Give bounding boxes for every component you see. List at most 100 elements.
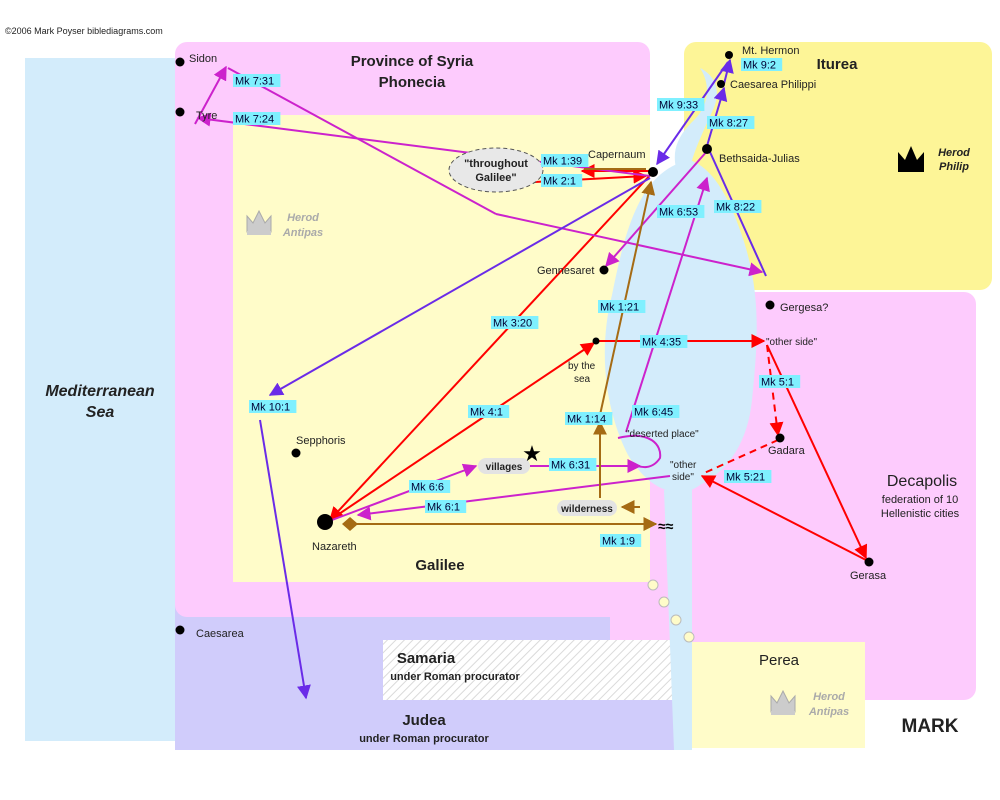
route-nazareth-to-sea: [329, 342, 596, 521]
sidon-label: Sidon: [189, 53, 217, 65]
ref-badge-mk822: [714, 200, 762, 213]
star-icon: ★: [522, 441, 542, 466]
ref-badge-mk521: [724, 470, 772, 483]
water-waves-icon: ≈≈: [658, 518, 674, 534]
ref-label-mk51: Mk 5:1: [761, 377, 794, 389]
ref-badge-mk66: [409, 480, 451, 493]
syria-label: Province of Syria: [351, 53, 474, 70]
ref-badge-mk933: [657, 98, 705, 111]
ref-label-mk101: Mk 10:1: [251, 402, 290, 414]
ref-label-mk645: Mk 6:45: [634, 407, 673, 419]
herod-antipas-perea-label-1: Herod: [813, 691, 845, 703]
gadara-label: Gadara: [768, 445, 806, 457]
route-sidon-to-decapolis-2: [495, 213, 764, 277]
herod-antipas-galilee-label-1: Herod: [287, 212, 319, 224]
copyright-text: ©2006 Mark Poyser biblediagrams.com: [5, 26, 163, 36]
route-sidon-to-decapolis: [227, 67, 497, 215]
ref-badge-mk114: [565, 412, 613, 425]
gennesaret-label: Gennesaret: [537, 265, 594, 277]
route-capernaum-to-judea: [268, 177, 651, 396]
route-deserted-place: [617, 434, 662, 469]
sepphoris-dot: [291, 448, 301, 458]
route-nazareth-to-villages: [331, 463, 478, 521]
herod-antipas-galilee-label-2: Antipas: [282, 227, 323, 239]
ref-label-mk61: Mk 6:1: [427, 502, 460, 514]
mt-hermon-dot: [725, 51, 733, 59]
decapolis-sub-2: Hellenistic cities: [881, 508, 960, 520]
perea-label: Perea: [759, 652, 800, 669]
ref-label-mk66: Mk 6:6: [411, 482, 444, 494]
by-the-sea-dot: [592, 337, 600, 345]
galilee-label: Galilee: [415, 557, 464, 574]
mediterranean-label-2: Sea: [86, 404, 115, 421]
villages-pill: [478, 458, 530, 474]
route-hermon-to-capernaum: [656, 61, 729, 166]
other-side-west-label-2: side": [672, 472, 694, 483]
by-the-label: by the: [568, 361, 596, 372]
sea-label: sea: [574, 374, 591, 385]
gergesa-label: Gergesa?: [780, 302, 828, 314]
ref-label-mk41: Mk 4:1: [470, 407, 503, 419]
gadara-dot: [775, 433, 785, 443]
judea-label: Judea: [402, 712, 446, 729]
ref-label-mk19: Mk 1:9: [602, 536, 635, 548]
gergesa-dot: [765, 300, 775, 310]
throughout-galilee-label-1: "throughout: [464, 158, 528, 170]
border-dot-4: [683, 631, 695, 643]
ref-label-mk827: Mk 8:27: [709, 118, 748, 130]
ref-label-mk822: Mk 8:22: [716, 202, 755, 214]
samaria-region: [383, 640, 691, 700]
ref-label-mk320: Mk 3:20: [493, 318, 532, 330]
perea-region: [692, 642, 865, 748]
mediterranean-label-1: Mediterranean: [45, 383, 155, 400]
route-gerasa-to-other-side: [700, 475, 867, 561]
tyre-dot: [175, 107, 185, 117]
route-caesarea-philippi-to-hermon: [720, 58, 734, 85]
deserted-place-label: "deserted place": [626, 429, 699, 440]
tyre-label: Tyre: [196, 110, 217, 122]
herod-philip-label-2: Philip: [939, 161, 969, 173]
wilderness-label: wilderness: [560, 504, 613, 515]
ref-label-mk435: Mk 4:35: [642, 337, 681, 349]
ref-badge-mk121: [598, 300, 646, 313]
crown-icon-antipas-galilee: [246, 209, 272, 235]
ref-badge-mk724: [233, 112, 281, 125]
ref-badge-mk645: [632, 405, 680, 418]
samaria-label: Samaria: [397, 650, 456, 667]
route-galilee-to-capernaum: [599, 180, 656, 416]
ref-badge-mk19: [600, 534, 642, 547]
mt-hermon-label: Mt. Hermon: [742, 45, 799, 57]
phonecia-label: Phonecia: [379, 74, 446, 91]
ref-badge-mk139: [541, 154, 589, 167]
iturea-label: Iturea: [817, 56, 859, 73]
jordan-river-upper: [674, 68, 717, 168]
ref-badge-mk435: [640, 335, 688, 348]
ref-label-mk121: Mk 1:21: [600, 302, 639, 314]
bethsaida-label: Bethsaida-Julias: [719, 153, 800, 165]
capernaum-label: Capernaum: [588, 149, 645, 161]
other-side-east-label: "other side": [766, 337, 817, 348]
route-other-side-to-nazareth: [356, 475, 671, 521]
ref-label-mk21: Mk 2:1: [543, 176, 576, 188]
nazareth-dot: [317, 514, 333, 530]
ref-badge-mk320: [491, 316, 539, 329]
ref-badge-mk61: [425, 500, 467, 513]
gerasa-label: Gerasa: [850, 570, 887, 582]
decapolis-sub-1: federation of 10: [882, 494, 958, 506]
judea-sub: under Roman procurator: [359, 733, 489, 745]
caesarea-philippi-dot: [717, 80, 725, 88]
caesarea-dot: [175, 625, 185, 635]
nazareth-label: Nazareth: [312, 541, 357, 553]
herod-antipas-perea-label-2: Antipas: [808, 706, 849, 718]
ref-badge-mk41: [468, 405, 510, 418]
crown-icon-philip: [898, 146, 924, 172]
route-deserted-to-bethsaida: [625, 176, 710, 433]
crown-icon-antipas-perea: [770, 689, 796, 715]
baptism-diamond: [342, 517, 358, 531]
throughout-galilee-ellipse: [448, 147, 544, 193]
route-other-side-to-gadara: [766, 344, 784, 437]
ref-label-mk521: Mk 5:21: [726, 472, 765, 484]
ref-label-mk653: Mk 6:53: [659, 207, 698, 219]
